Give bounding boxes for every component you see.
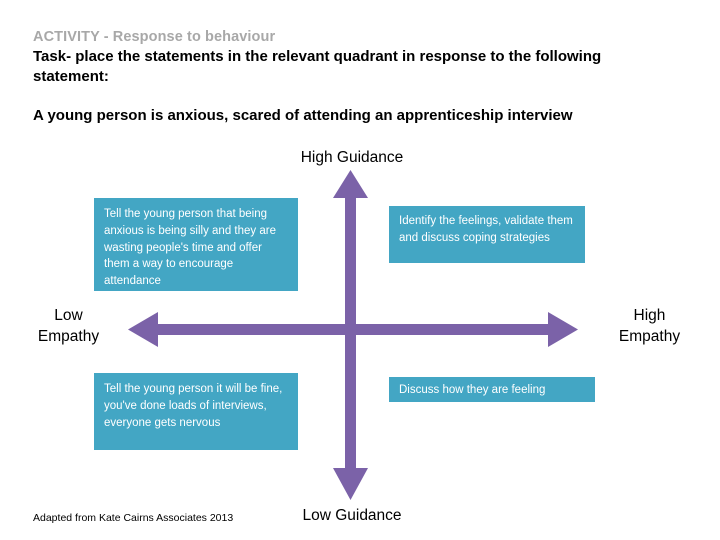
axis-label-low-empathy: Low Empathy xyxy=(6,306,131,348)
vertical-axis-arrow xyxy=(333,170,368,500)
task-instruction: Task- place the statements in the releva… xyxy=(33,48,602,85)
statement-card-top-left[interactable]: Tell the young person that being anxious… xyxy=(94,198,298,291)
axis-label-high-empathy-line2: Empathy xyxy=(618,327,681,345)
axis-label-high-empathy-line1: High xyxy=(633,307,666,324)
axis-label-low-empathy-line2: Empathy xyxy=(37,327,100,345)
statement-card-bottom-left[interactable]: Tell the young person it will be fine, y… xyxy=(94,373,298,450)
statement-card-top-right[interactable]: Identify the feelings, validate them and… xyxy=(389,206,585,263)
axis-label-high-guidance: High Guidance xyxy=(300,149,404,166)
axis-label-low-empathy-line1: Low xyxy=(54,307,83,324)
statement-card-bottom-right[interactable]: Discuss how they are feeling xyxy=(389,377,595,402)
axis-label-high-empathy: High Empathy xyxy=(592,306,707,348)
scenario-statement: A young person is anxious, scared of att… xyxy=(33,107,573,124)
horizontal-axis-arrow xyxy=(128,312,578,347)
axis-label-low-guidance: Low Guidance xyxy=(302,507,402,524)
header-block: ACTIVITY - Response to behaviour Task- p… xyxy=(33,28,693,87)
activity-title: ACTIVITY - Response to behaviour xyxy=(33,29,276,45)
footer-credit: Adapted from Kate Cairns Associates 2013 xyxy=(33,512,234,524)
